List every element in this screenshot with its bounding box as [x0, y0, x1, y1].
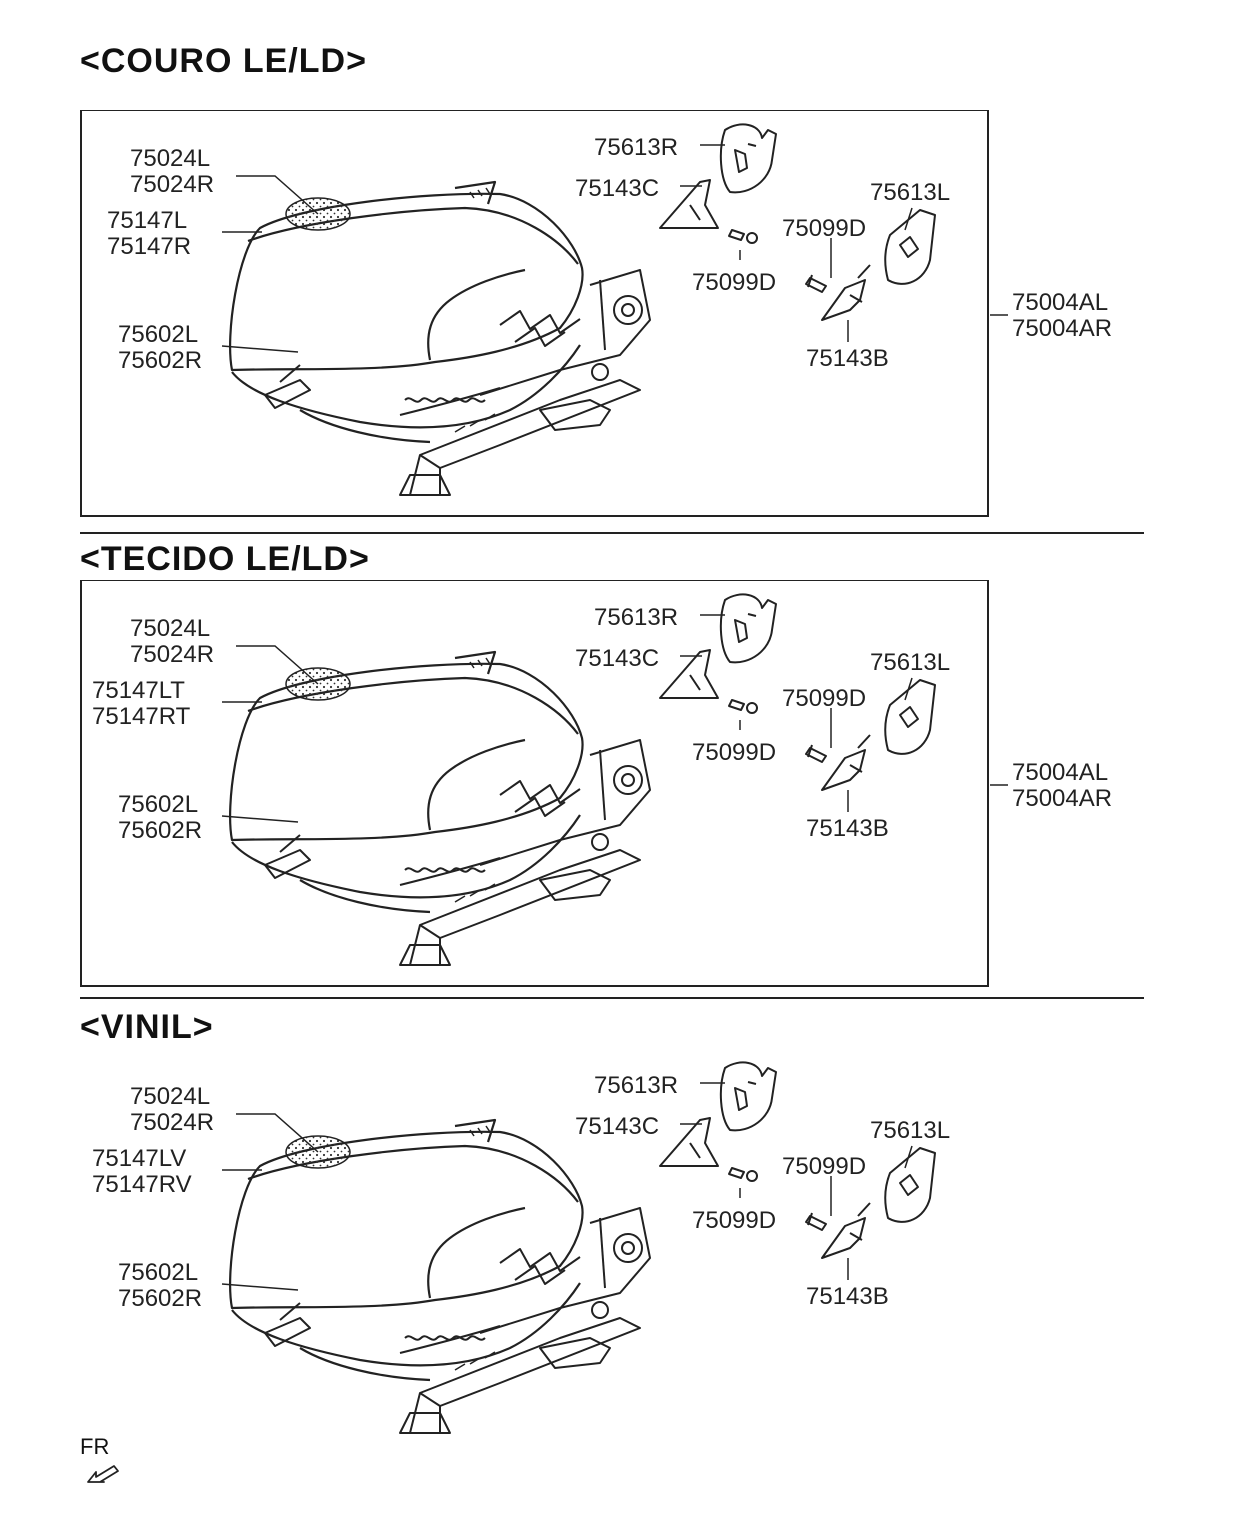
parts-diagram: 75024L 75024R 75147LT 75147RT 75602L 756…	[0, 580, 1260, 1050]
part-label-screw-lower: 75099D	[692, 739, 776, 766]
part-label-cap-c: 75143C	[575, 175, 659, 202]
part-label-cover-side: 75147LV	[92, 1145, 186, 1172]
part-label-cap-c: 75143C	[575, 645, 659, 672]
part-label-screw-upper: 75099D	[782, 685, 866, 712]
part-label-pad: 75602L	[118, 1259, 198, 1286]
part-label-assembly: 75004AL	[1012, 289, 1108, 316]
part-label-bracket-right: 75613R	[594, 134, 678, 161]
part-label-cap-b: 75143B	[806, 345, 889, 372]
part-label-cover-side: 75147LT	[92, 677, 185, 704]
part-label-screw-lower: 75099D	[692, 269, 776, 296]
part-label-screw-lower: 75099D	[692, 1207, 776, 1234]
seat-frame-drawing	[264, 1207, 651, 1434]
part-label-bracket-right: 75613R	[594, 1072, 678, 1099]
part-label-bracket-right: 75613R	[594, 604, 678, 631]
diagram-frame	[80, 110, 989, 517]
seat-cushion-drawing	[229, 650, 584, 914]
part-number-labels: 75024L 75024R 75147LV 75147RV 75602L 756…	[92, 1072, 950, 1312]
part-label-cover-side-right: 75147R	[107, 233, 191, 260]
parts-diagram: 75024L 75024R 75147LV 75147RV 75602L 756…	[0, 1048, 1260, 1518]
part-label-cover-side-right: 75147RT	[92, 703, 191, 730]
part-label-cover-top-right: 75024R	[130, 641, 214, 668]
part-label-assembly-right: 75004AR	[1012, 785, 1112, 812]
part-label-bracket-left: 75613L	[870, 1117, 950, 1144]
part-number-labels: 75024L 75024R 75147L 75147R 75602L 75602…	[107, 134, 1112, 374]
part-label-cap-b: 75143B	[806, 1283, 889, 1310]
section-divider	[80, 997, 1144, 999]
part-label-assembly: 75004AL	[1012, 759, 1108, 786]
part-number-labels: 75024L 75024R 75147LT 75147RT 75602L 756…	[92, 604, 1112, 844]
part-label-cap-b: 75143B	[806, 815, 889, 842]
part-label-cover-top-right: 75024R	[130, 1109, 214, 1136]
diagram-frame	[80, 580, 989, 987]
part-label-bracket-left: 75613L	[870, 179, 950, 206]
part-label-assembly-right: 75004AR	[1012, 315, 1112, 342]
hinge-cover-parts	[659, 123, 936, 321]
part-label-cover-top-right: 75024R	[130, 171, 214, 198]
section-title-tecido: <TECIDO LE/LD>	[80, 540, 370, 578]
part-label-cover-top: 75024L	[130, 615, 210, 642]
hinge-cover-parts	[659, 593, 936, 791]
part-label-cover-top: 75024L	[130, 145, 210, 172]
part-label-screw-upper: 75099D	[782, 215, 866, 242]
leader-lines	[221, 144, 1008, 353]
seat-cushion-drawing	[229, 1118, 584, 1382]
part-label-screw-upper: 75099D	[782, 1153, 866, 1180]
parts-diagram: 75024L 75024R 75147L 75147R 75602L 75602…	[0, 110, 1260, 580]
seat-frame-drawing	[264, 269, 651, 496]
part-label-bracket-left: 75613L	[870, 649, 950, 676]
part-label-cover-side: 75147L	[107, 207, 187, 234]
part-label-pad: 75602L	[118, 321, 198, 348]
front-arrow-icon	[87, 1465, 119, 1483]
part-label-pad-right: 75602R	[118, 347, 202, 374]
hinge-cover-parts	[659, 1061, 936, 1259]
part-label-pad-right: 75602R	[118, 817, 202, 844]
part-label-pad-right: 75602R	[118, 1285, 202, 1312]
part-label-cap-c: 75143C	[575, 1113, 659, 1140]
part-label-cover-side-right: 75147RV	[92, 1171, 192, 1198]
leader-lines	[221, 614, 1008, 823]
part-label-pad: 75602L	[118, 791, 198, 818]
part-label-cover-top: 75024L	[130, 1083, 210, 1110]
section-divider	[80, 532, 1144, 534]
seat-cushion-drawing	[229, 180, 584, 444]
section-title-couro: <COURO LE/LD>	[80, 42, 367, 80]
leader-lines	[221, 1082, 913, 1291]
front-indicator-label: FR	[80, 1434, 110, 1459]
seat-frame-drawing	[264, 739, 651, 966]
section-title-vinil: <VINIL>	[80, 1008, 214, 1046]
